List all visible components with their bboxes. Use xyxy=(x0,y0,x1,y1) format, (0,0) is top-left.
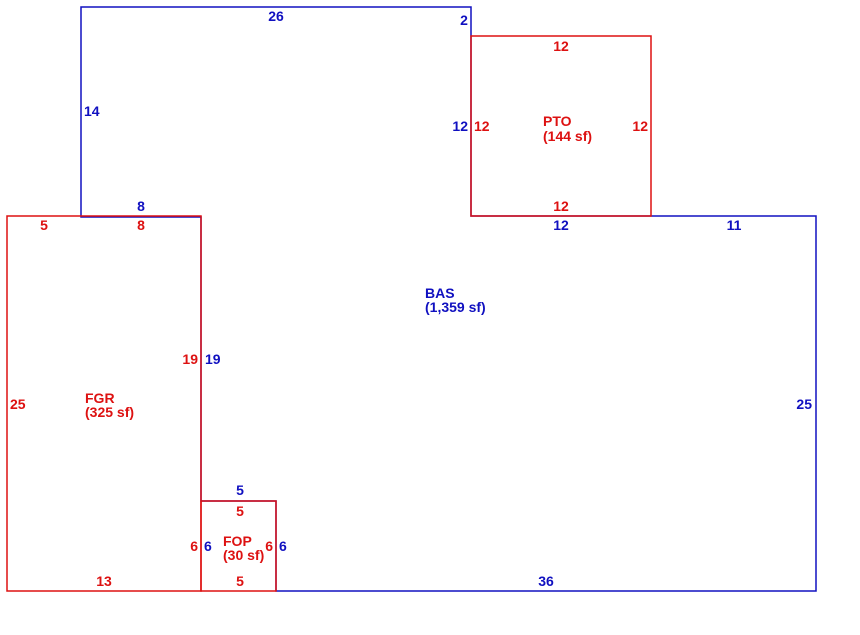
pto-code-label: PTO xyxy=(543,113,572,129)
dim-fop-right: 6 xyxy=(265,538,273,554)
dim-fop-bottom: 5 xyxy=(236,573,244,589)
dim-bas-fop-side: 6 xyxy=(204,538,212,554)
dim-bas-notch-top: 8 xyxy=(137,198,145,214)
fgr-area-label: (325 sf) xyxy=(85,404,134,420)
dim-fop-top: 5 xyxy=(236,503,244,519)
dim-fop-left-outer: 6 xyxy=(190,538,198,554)
dim-pto-bottom: 12 xyxy=(553,198,569,214)
dim-bas-pto-side: 12 xyxy=(452,118,468,134)
dim-bas-step: 2 xyxy=(460,12,468,28)
dim-bas-top: 26 xyxy=(268,8,284,24)
dim-fgr-top-left: 5 xyxy=(40,217,48,233)
dim-fgr-bottom: 13 xyxy=(96,573,112,589)
dim-pto-top: 12 xyxy=(553,38,569,54)
pto-area-label: (144 sf) xyxy=(543,128,592,144)
fgr-code-label: FGR xyxy=(85,390,115,406)
dim-pto-left: 12 xyxy=(474,118,490,134)
fop-outline xyxy=(200,500,277,592)
dim-bas-left: 19 xyxy=(205,351,221,367)
bas-code-label: BAS xyxy=(425,285,455,301)
dim-bas-right: 25 xyxy=(796,396,812,412)
dim-fgr-top-right: 8 xyxy=(137,217,145,233)
pto-outline xyxy=(470,35,652,217)
fop-area-label: (30 sf) xyxy=(223,547,264,563)
dim-fgr-right: 19 xyxy=(182,351,198,367)
dim-bas-bottom: 36 xyxy=(538,573,554,589)
dim-pto-right: 12 xyxy=(632,118,648,134)
dim-bas-right-top: 11 xyxy=(727,217,742,233)
fgr-outline xyxy=(6,215,202,592)
dim-fgr-left: 25 xyxy=(10,396,26,412)
dim-bas-fop-right: 6 xyxy=(279,538,287,554)
fop-code-label: FOP xyxy=(223,533,252,549)
dim-bas-upper-left: 14 xyxy=(84,103,100,119)
dim-bas-pto-bottom: 12 xyxy=(553,217,569,233)
bas-area-label: (1,359 sf) xyxy=(425,299,486,315)
dim-bas-fop-top: 5 xyxy=(236,482,244,498)
